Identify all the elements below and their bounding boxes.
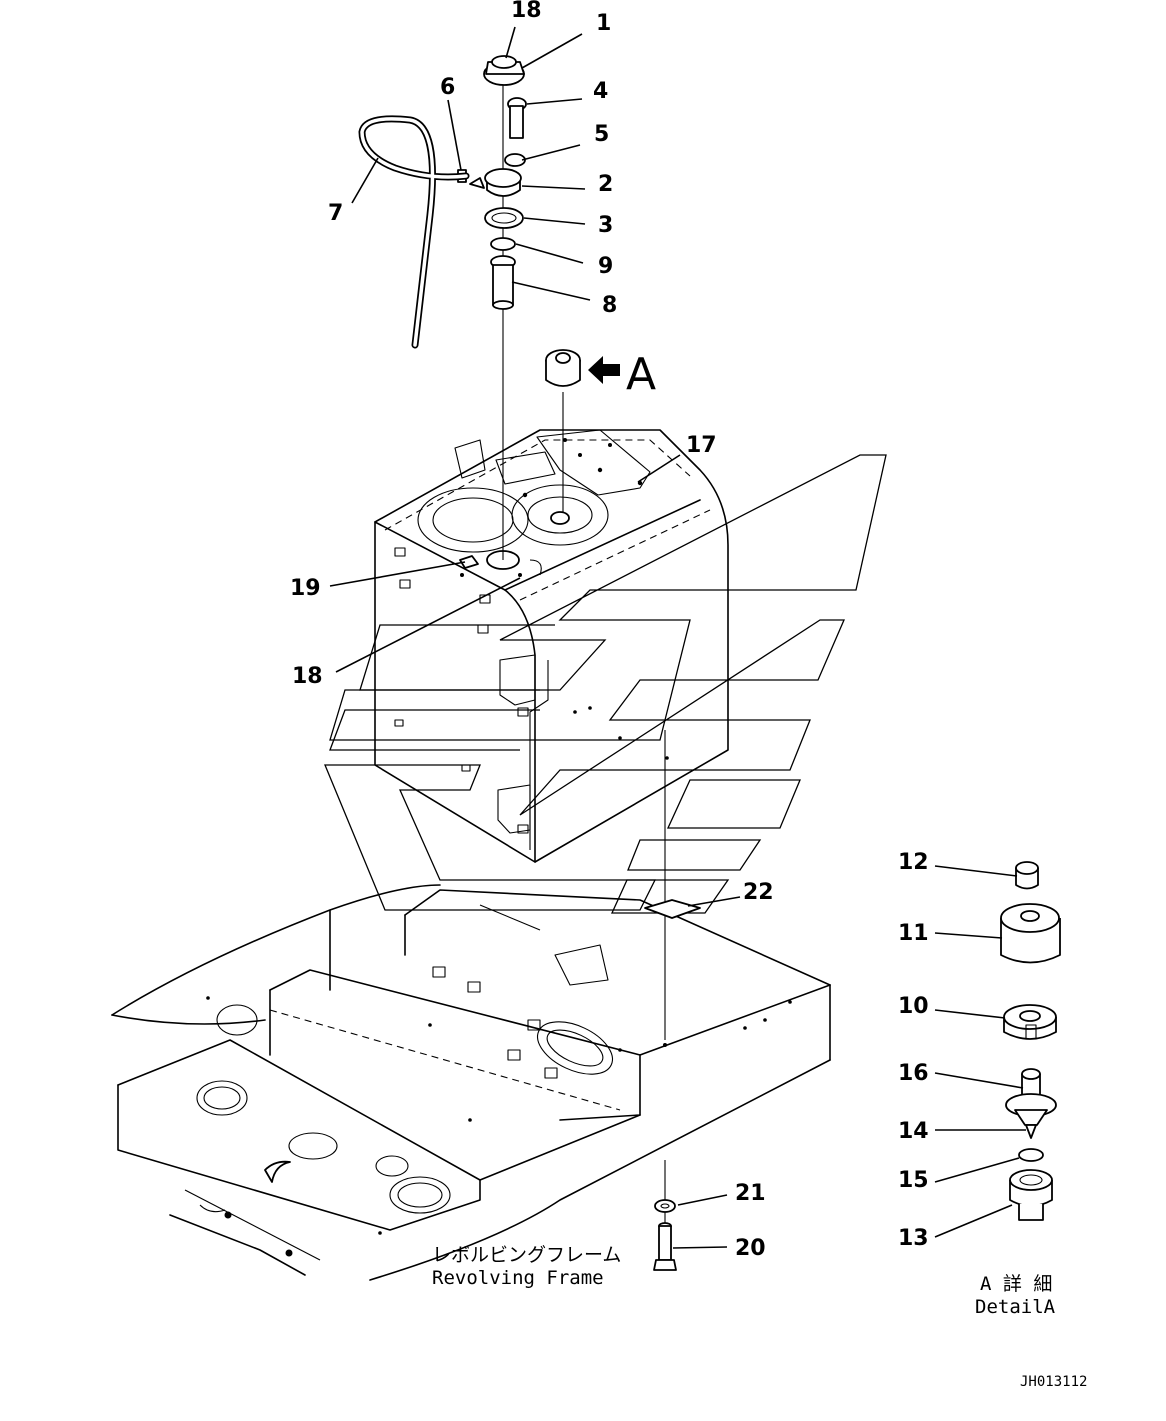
callout-6: 6	[440, 75, 455, 100]
callout-12: 12	[898, 850, 929, 875]
screw-part	[507, 97, 527, 139]
callout-19: 19	[290, 576, 321, 601]
view-arrow-icon	[588, 356, 620, 384]
revolving-frame	[111, 884, 831, 1281]
washer-21-part	[654, 1199, 676, 1213]
callout-labels: 18 1 4 5 6 7 2 3 9 8 17 19 18 22 12 11 1…	[290, 0, 929, 1261]
callout-13: 13	[898, 1226, 929, 1251]
strainer-part	[490, 255, 516, 310]
frame-label-jp: レボルビングフレーム	[432, 1244, 621, 1266]
watermark-logo	[324, 454, 887, 914]
callout-18-top: 18	[511, 0, 542, 23]
plate-part	[644, 899, 701, 919]
callout-7: 7	[328, 201, 343, 226]
callout-17: 17	[686, 433, 717, 458]
view-marker-a: A	[626, 349, 656, 400]
hose-part	[358, 115, 470, 349]
leader-lines	[329, 26, 1026, 1249]
callout-18-tank: 18	[292, 664, 323, 689]
callout-11: 11	[898, 921, 929, 946]
callout-8: 8	[602, 293, 617, 318]
ring-part	[490, 237, 516, 251]
detail-label-en: DetailA	[975, 1296, 1056, 1318]
cap-part	[483, 55, 525, 86]
callout-14: 14	[898, 1119, 929, 1144]
hydraulic-tank	[374, 429, 729, 863]
gasket-part	[484, 207, 524, 229]
exploded-parts	[358, 55, 1061, 1271]
callout-10: 10	[898, 994, 929, 1019]
breather-assembly	[545, 349, 581, 387]
drawing-code: JH013112	[1020, 1374, 1087, 1390]
detail-label-jp: A 詳 細	[980, 1273, 1052, 1295]
callout-2: 2	[598, 172, 613, 197]
callout-1: 1	[596, 11, 611, 36]
callout-15: 15	[898, 1168, 929, 1193]
callout-3: 3	[598, 213, 613, 238]
callout-4: 4	[593, 79, 608, 104]
callout-9: 9	[598, 254, 613, 279]
callout-5: 5	[594, 122, 609, 147]
callout-21: 21	[735, 1181, 766, 1206]
callout-20: 20	[735, 1236, 766, 1261]
frame-label-en: Revolving Frame	[432, 1267, 604, 1289]
callout-22: 22	[743, 880, 774, 905]
callout-16: 16	[898, 1061, 929, 1086]
filler-part	[469, 168, 522, 197]
detail-a-parts	[1000, 861, 1061, 1221]
bolt-part	[653, 1222, 677, 1271]
